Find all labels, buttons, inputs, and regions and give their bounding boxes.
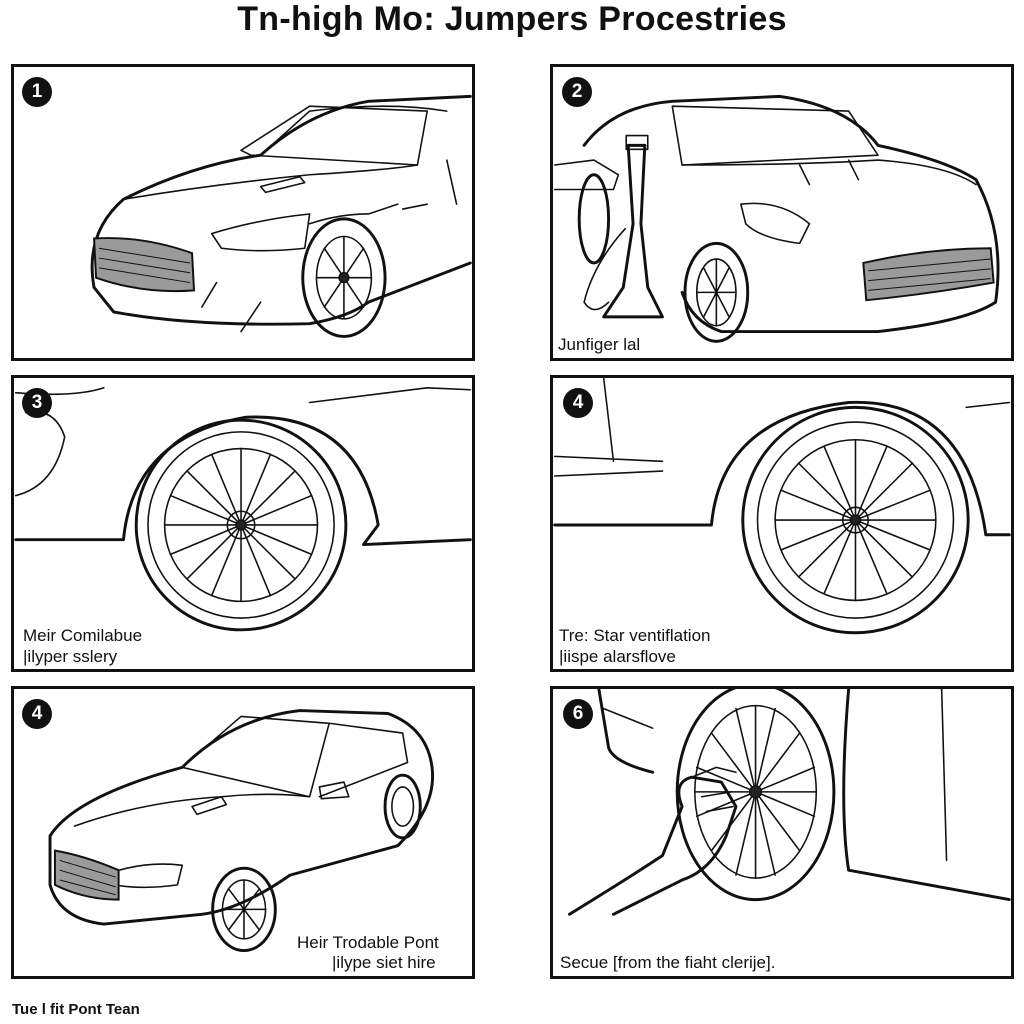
step-number-badge: 2 xyxy=(562,77,592,107)
caption-line: Secue [from the fiaht clerije]. xyxy=(560,953,776,972)
panel-step-6: 6 Secue [from the fiaht clerije]. xyxy=(550,686,1014,979)
page-title: Tn-high Mo: Jumpers Procestries xyxy=(237,0,787,38)
hand-on-wheel-illustration xyxy=(567,689,1011,916)
wheel-ventilation-illustration xyxy=(553,378,1011,635)
car-side-illustration xyxy=(48,709,435,953)
panel-step-5: 4 Heir Trodable Pont |ilype siet hire xyxy=(11,686,475,979)
caption-line: Heir Trodable Pont xyxy=(297,933,439,952)
caption-line: |iispe alarsflove xyxy=(559,647,676,666)
car-front-illustration xyxy=(90,94,472,338)
caption-line: Meir Comilabue xyxy=(23,626,143,645)
panel-step-4: 4 Tre: Star ventiflation |iispe alarsflo… xyxy=(550,375,1014,672)
panel-step-1: 1 xyxy=(11,64,475,361)
footer-text: Tue l fit Pont Tean xyxy=(12,1001,140,1018)
step-number-badge: 3 xyxy=(22,388,52,418)
caption-line: Junfiger lal xyxy=(558,335,641,354)
wheel-closeup-illustration xyxy=(14,387,472,632)
caption-line: |ilyper sslery xyxy=(23,647,118,666)
step-number-badge: 4 xyxy=(563,388,593,418)
panel-step-2: 2 Junfiger lal xyxy=(550,64,1014,361)
step-number-badge: 4 xyxy=(22,699,52,729)
panel-step-3: 3 Meir Comilabue |ilyper sslery xyxy=(11,375,475,672)
caption-line: Tre: Star ventiflation xyxy=(559,626,711,645)
step-number-badge: 6 xyxy=(563,699,593,729)
caption-line: |ilype siet hire xyxy=(332,953,436,972)
step-number-badge: 1 xyxy=(22,77,52,107)
car-with-jack-illustration xyxy=(553,94,1000,343)
